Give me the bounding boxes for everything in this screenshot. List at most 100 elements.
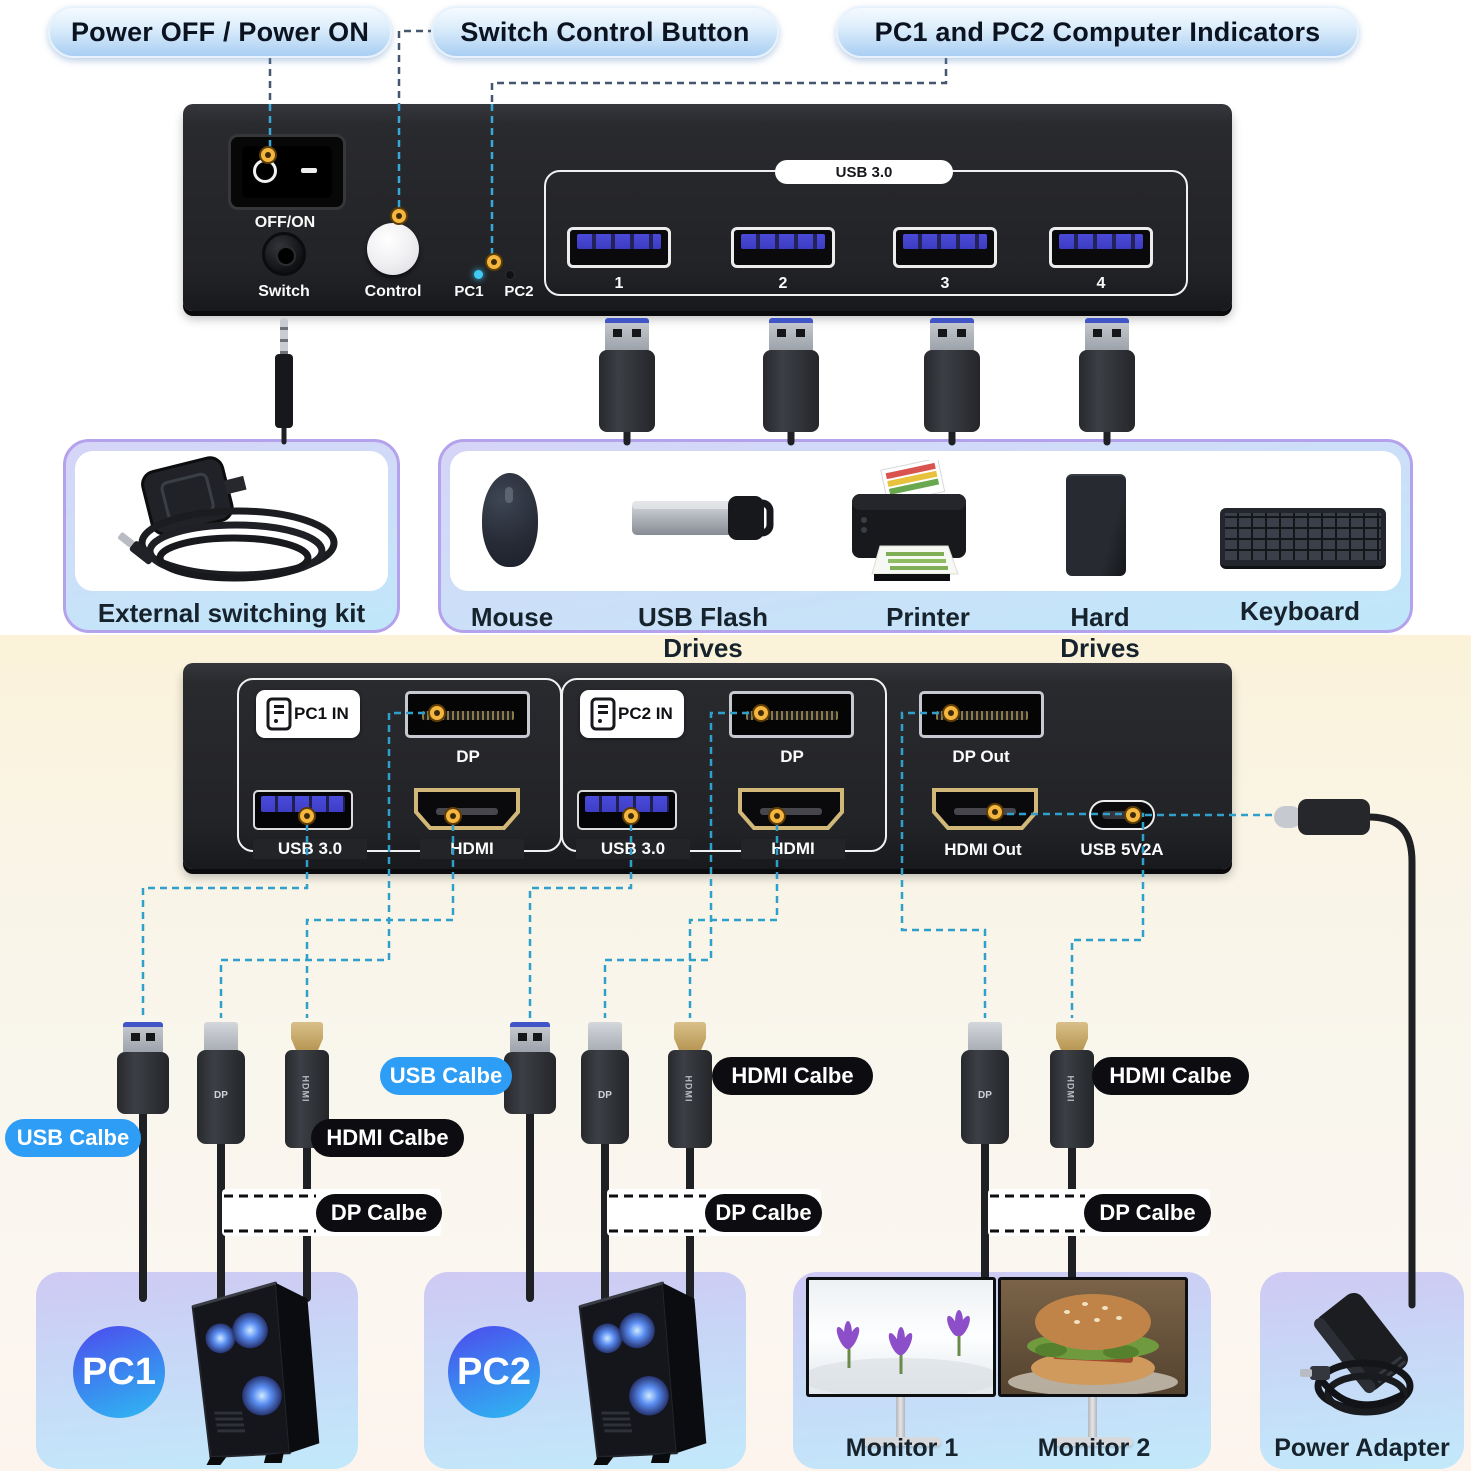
hdmi-cable-tag-label: HDMI Calbe xyxy=(1109,1063,1232,1088)
callout-control-label: Switch Control Button xyxy=(460,16,750,47)
usb-plug-icon xyxy=(769,318,813,352)
offon-label: OFF/ON xyxy=(254,214,316,231)
port-dashed-lines xyxy=(141,711,1272,1018)
device-label-keyboard: Keyboard xyxy=(1240,596,1360,626)
dp-plug-marking: DP xyxy=(214,1090,228,1101)
dp-cable-plug-icon xyxy=(588,1022,622,1052)
usb30-group-tag-label: USB 3.0 xyxy=(835,163,893,181)
monitor2-label: Monitor 2 xyxy=(1037,1434,1151,1462)
power-adapter-image xyxy=(1300,1292,1414,1416)
control-label: Control xyxy=(364,283,422,300)
device-label-flash: USB Flash Drives xyxy=(637,602,769,663)
monitor1-stand xyxy=(896,1397,905,1439)
front-usb-port-2 xyxy=(731,227,835,268)
external-kit-image xyxy=(117,456,338,582)
hdmi-out-label: HDMI Out xyxy=(944,840,1022,859)
hdmi-label-pc1: HDMI xyxy=(420,839,524,859)
pc2-led xyxy=(505,270,515,280)
pc1-badge: PC1 xyxy=(73,1326,165,1418)
usb30-group-tag: USB 3.0 xyxy=(775,160,953,184)
usb-cable-tag-label: USB Calbe xyxy=(16,1125,130,1150)
dp-plug-marking: DP xyxy=(598,1090,612,1101)
switch-label: Switch xyxy=(258,283,310,300)
keyboard-image xyxy=(1220,508,1386,569)
dp-port-pc1 xyxy=(405,691,530,738)
port-number-2: 2 xyxy=(778,275,788,292)
dp-cable-tag-pc1: DP Calbe xyxy=(316,1194,442,1232)
usb-plug-body xyxy=(1079,350,1135,432)
front-usb-port-3 xyxy=(893,227,997,268)
pc2-in-tag: PC2 IN xyxy=(580,690,684,738)
callout-power: Power OFF / Power ON xyxy=(48,6,392,58)
switch-jack xyxy=(262,232,306,276)
usb-cable-tag-pc1: USB Calbe xyxy=(5,1119,141,1157)
hdmi-plug-marking: HDMI xyxy=(1065,1075,1076,1103)
external-kit-label: External switching kit xyxy=(97,598,366,628)
dp-cable-tag-out: DP Calbe xyxy=(1084,1194,1211,1232)
hdmi-cable-tag-out: HDMI Calbe xyxy=(1092,1057,1249,1095)
usb-c-plug-body xyxy=(1298,799,1370,835)
hard-drive-image xyxy=(1066,474,1126,576)
hdmi-cable-plug-icon xyxy=(1056,1022,1088,1052)
monitor1-label: Monitor 1 xyxy=(845,1434,959,1462)
pc1-tower-image xyxy=(191,1281,320,1465)
hdmi-cable-tag-pc2: HDMI Calbe xyxy=(712,1057,873,1095)
usb-cable-plug-body xyxy=(117,1052,169,1114)
device-label-mouse: Mouse xyxy=(470,602,554,632)
dp-cable-plug-body xyxy=(581,1050,629,1144)
monitor1-frame xyxy=(806,1277,996,1397)
usb-plug-body xyxy=(599,350,655,432)
hdmi-label-pc2: HDMI xyxy=(741,839,845,859)
usb-cable-plug-body xyxy=(504,1052,556,1114)
external-kit-card xyxy=(75,451,388,591)
flash-drive-image xyxy=(632,496,774,540)
dp-cable-tag-pc2: DP Calbe xyxy=(705,1194,822,1232)
dp-cable-plug-icon xyxy=(968,1022,1002,1052)
usb-plug-icon xyxy=(605,318,649,352)
usb30-label-pc1: USB 3.0 xyxy=(253,839,367,859)
usb-c-plug-tip-icon xyxy=(1274,806,1302,828)
pc1-led xyxy=(474,270,483,279)
rocker-dash-symbol xyxy=(301,168,317,173)
kvm-front-panel xyxy=(183,104,1232,311)
usb-plug-body xyxy=(763,350,819,432)
callout-power-label: Power OFF / Power ON xyxy=(70,16,370,47)
pin-markers xyxy=(259,146,1142,825)
monitor2-stand xyxy=(1088,1397,1097,1439)
usb30-port-pc1 xyxy=(253,790,353,830)
monitor2-image xyxy=(1001,1280,1185,1394)
device-label-printer: Printer xyxy=(886,602,970,632)
usb-plug-icon xyxy=(930,318,974,352)
aux-plug-tip-icon xyxy=(280,318,288,356)
port-number-3: 3 xyxy=(940,275,950,292)
callout-dashed-lines-on-panel xyxy=(268,104,494,256)
usb-cable-tag-label: USB Calbe xyxy=(389,1063,503,1088)
dp-label-pc1: DP xyxy=(456,747,480,766)
usb-cable-plug-icon xyxy=(123,1022,163,1054)
computer-icon xyxy=(590,697,616,731)
monitor2-base xyxy=(1053,1437,1133,1446)
hdmi-cable-plug-icon xyxy=(291,1022,323,1052)
pc1-badge-label: PC1 xyxy=(82,1350,156,1393)
dp-cable-tag-label: DP Calbe xyxy=(1099,1200,1196,1225)
dp-label-pc2: DP xyxy=(780,747,804,766)
dp-out-port xyxy=(919,691,1044,738)
hdmi-cable-tag-label: HDMI Calbe xyxy=(326,1125,449,1150)
computer-icon xyxy=(266,697,292,731)
pc2-tower-image xyxy=(578,1281,707,1465)
hdmi-cable-plug-body xyxy=(668,1050,712,1148)
hdmi-plug-marking: HDMI xyxy=(300,1075,311,1103)
power-adapter-label: Power Adapter xyxy=(1274,1434,1450,1462)
callout-switch-control: Switch Control Button xyxy=(431,6,779,58)
usb-5v2a-label: USB 5V2A xyxy=(1080,840,1164,859)
port-number-4: 4 xyxy=(1096,275,1106,292)
usb-cable-plug-icon xyxy=(510,1022,550,1054)
pc2-in-label: PC2 IN xyxy=(618,704,673,723)
pc2-in-group-outline xyxy=(561,678,887,852)
pc1-in-label: PC1 IN xyxy=(294,704,349,723)
dp-out-label: DP Out xyxy=(952,747,1010,766)
usb-cable-tag-pc2: USB Calbe xyxy=(380,1057,512,1095)
hdmi-cable-plug-icon xyxy=(674,1022,706,1052)
dp-port-pc2 xyxy=(729,691,854,738)
